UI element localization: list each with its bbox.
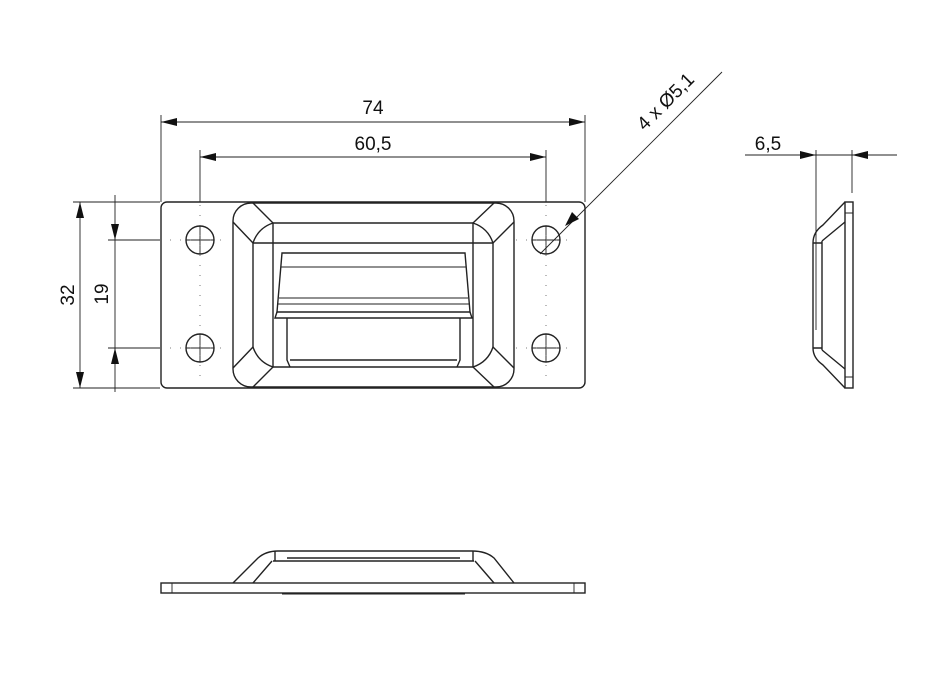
side-view <box>745 150 897 389</box>
dim-overall-length: 74 <box>362 98 384 119</box>
bottom-view <box>160 550 586 595</box>
front-view <box>160 201 586 389</box>
dim-depth: 6,5 <box>755 134 781 155</box>
handle <box>276 252 471 313</box>
dimension-lines <box>73 71 723 392</box>
recessed-grip <box>232 202 515 388</box>
dim-hole-spacing-height: 19 <box>92 283 113 304</box>
dim-overall-height: 32 <box>58 284 79 305</box>
dim-hole-spacing-length: 60,5 <box>355 134 392 155</box>
hole-callout: 4 x Ø5,1 <box>633 69 699 135</box>
base-plate <box>160 201 586 389</box>
mounting-holes <box>170 205 576 380</box>
